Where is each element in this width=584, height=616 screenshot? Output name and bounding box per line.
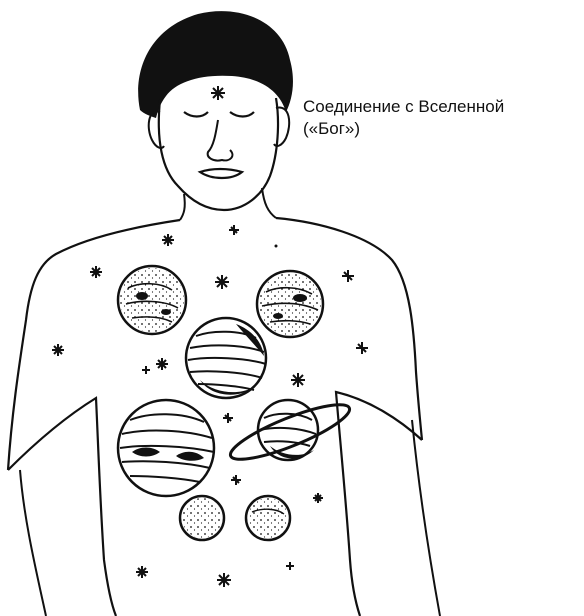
star [356, 342, 368, 354]
planet-large-lower-left [118, 400, 214, 496]
planet-top-left [118, 266, 186, 334]
star [291, 373, 305, 387]
caption: Соединение с Вселенной («Бог») [303, 96, 583, 140]
star [286, 562, 294, 570]
star [156, 358, 168, 370]
left-ear [149, 111, 164, 148]
dot [275, 245, 278, 248]
right-arm [412, 420, 440, 616]
star [217, 573, 231, 587]
star [223, 413, 233, 423]
star [142, 366, 150, 374]
planet-center [186, 318, 266, 398]
mouth [200, 169, 242, 178]
neck-right [262, 188, 276, 218]
hair [138, 11, 293, 118]
star [136, 566, 148, 578]
planet-top-right [257, 271, 323, 337]
star [52, 344, 64, 356]
left-eye-closed [184, 112, 208, 117]
right-sleeve [336, 392, 422, 616]
star [215, 275, 229, 289]
star [229, 225, 239, 235]
star [231, 475, 241, 485]
neck [180, 194, 185, 220]
star [342, 270, 354, 282]
star [90, 266, 102, 278]
planet-small-bottom-left [180, 496, 224, 540]
third-eye-mark [211, 86, 225, 100]
left-arm [20, 470, 46, 616]
star [162, 234, 174, 246]
face-outline [159, 98, 278, 210]
planet-saturn [225, 395, 354, 469]
right-eye-closed [230, 112, 254, 117]
caption-line-2: («Бог») [303, 118, 583, 140]
planet-small-bottom-right [246, 496, 290, 540]
caption-line-1: Соединение с Вселенной [303, 96, 583, 118]
nose [208, 120, 233, 161]
star [313, 493, 323, 503]
